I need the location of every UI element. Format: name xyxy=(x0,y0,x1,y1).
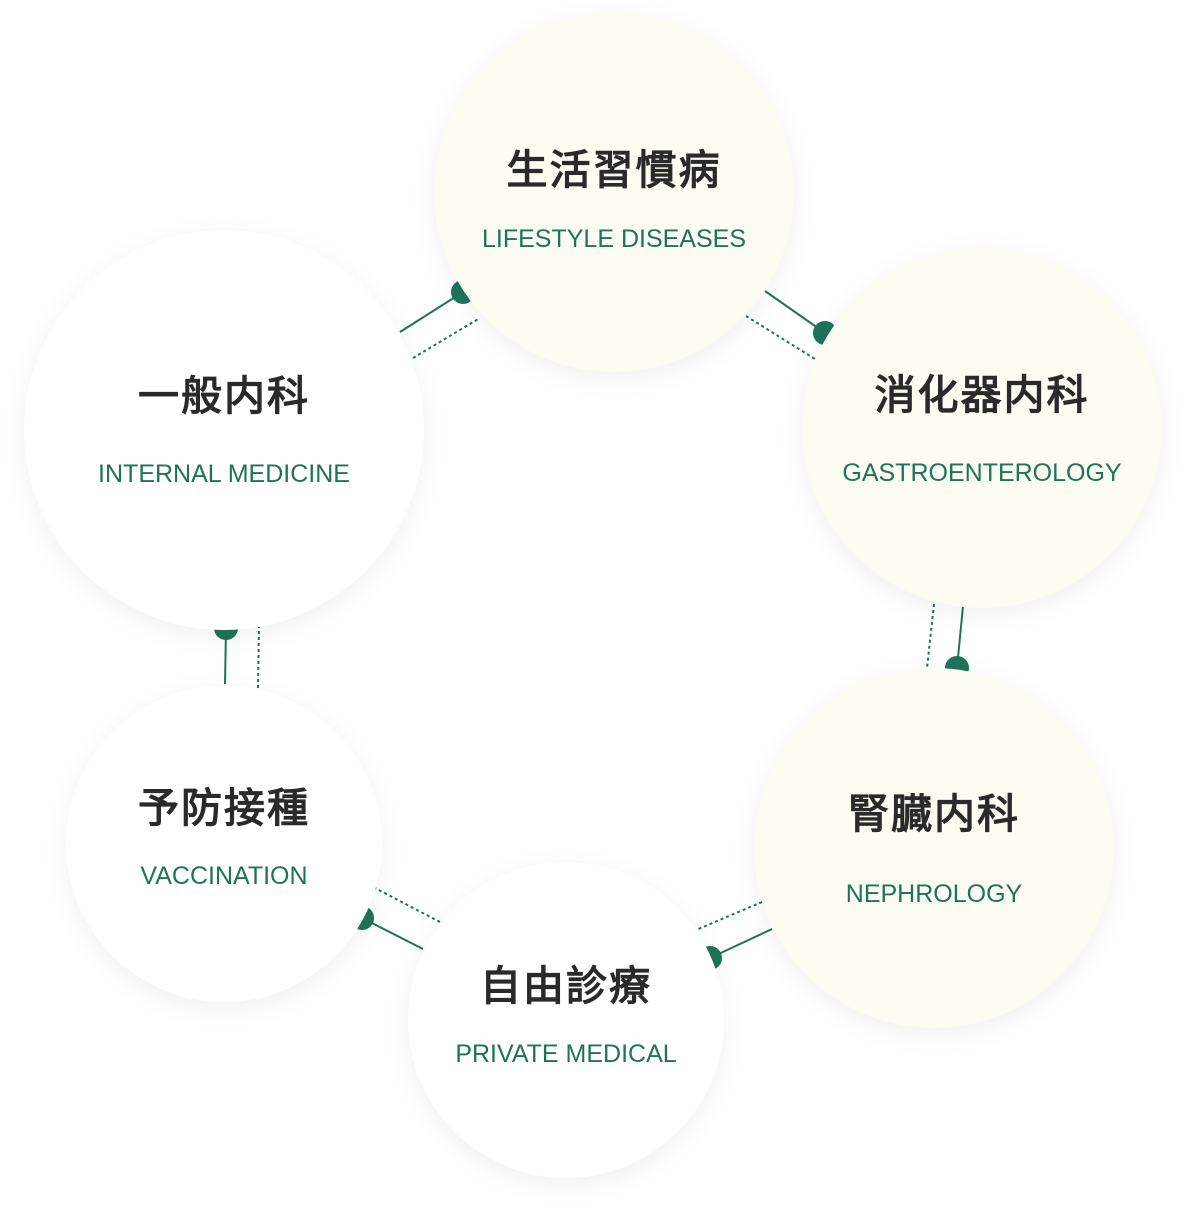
department-title-gastro: 消化器内科 xyxy=(874,371,1090,419)
department-title-nephro: 腎臓内科 xyxy=(848,790,1020,838)
connector-gastro-nephro-dashed xyxy=(926,603,935,669)
connector-lifestyle-gastro-solid xyxy=(764,290,826,334)
department-circle-gastro[interactable]: 消化器内科 GASTROENTEROLOGY xyxy=(802,248,1162,608)
department-subtitle-gastro: GASTROENTEROLOGY xyxy=(842,459,1122,487)
department-circle-vaccination[interactable]: 予防接種 VACCINATION xyxy=(66,686,382,1002)
connector-internal-lifestyle-dashed xyxy=(412,317,481,359)
department-circle-lifestyle[interactable]: 生活習慣病 LIFESTYLE DISEASES xyxy=(434,12,794,372)
department-circle-nephro[interactable]: 腎臓内科 NEPHROLOGY xyxy=(754,668,1114,1028)
department-circle-internal[interactable]: 一般内科 INTERNAL MEDICINE xyxy=(24,230,424,630)
department-subtitle-lifestyle: LIFESTYLE DISEASES xyxy=(482,225,746,253)
connector-lifestyle-gastro-dashed xyxy=(745,315,816,360)
department-circle-private[interactable]: 自由診療 PRIVATE MEDICAL xyxy=(408,862,724,1178)
connector-vaccination-internal-dashed xyxy=(257,625,260,689)
department-title-lifestyle: 生活習慣病 xyxy=(506,146,722,194)
department-subtitle-private: PRIVATE MEDICAL xyxy=(455,1040,677,1068)
department-subtitle-vaccination: VACCINATION xyxy=(140,862,308,890)
connector-nephro-private-dashed xyxy=(695,901,763,931)
department-title-private: 自由診療 xyxy=(480,962,652,1010)
department-title-vaccination: 予防接種 xyxy=(138,784,310,832)
department-subtitle-nephro: NEPHROLOGY xyxy=(845,880,1023,908)
connector-internal-lifestyle-solid xyxy=(399,291,464,333)
department-subtitle-internal: INTERNAL MEDICINE xyxy=(98,460,350,488)
department-title-internal: 一般内科 xyxy=(138,372,310,420)
connector-private-vaccination-dashed xyxy=(374,887,441,923)
